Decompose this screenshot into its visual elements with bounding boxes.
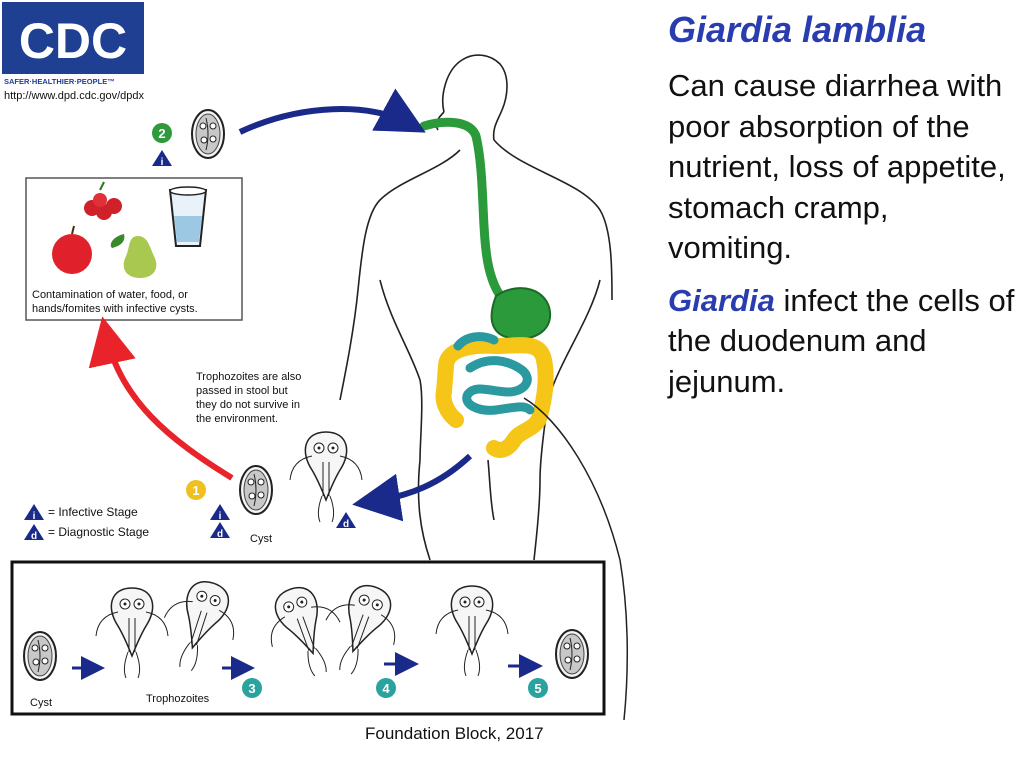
svg-text:they do not survive in: they do not survive in xyxy=(196,399,300,411)
diagnostic-badge-trophozoite: d xyxy=(336,512,356,530)
esophagus xyxy=(419,117,509,305)
svg-text:d: d xyxy=(343,519,349,530)
box-new-cyst-icon xyxy=(555,629,589,679)
passed-cyst-icon xyxy=(239,465,273,515)
water-glass-icon xyxy=(168,186,208,247)
svg-text:i: i xyxy=(161,157,164,168)
box-cyst-icon xyxy=(23,631,57,681)
cdc-logo: CDC SAFER·HEALTHIER·PEOPLE™ http://www.d… xyxy=(2,2,145,102)
diagnostic-badge-cyst: d xyxy=(210,522,230,540)
stage-3-badge: 3 xyxy=(242,678,262,698)
slide-title: Giardia lamblia xyxy=(668,9,927,50)
stage-5-badge: 5 xyxy=(528,678,548,698)
box-cyst-label: Cyst xyxy=(30,697,52,709)
raspberries-icon xyxy=(84,181,122,220)
digestive-tract xyxy=(419,117,554,458)
large-intestine xyxy=(436,337,554,458)
infective-cyst-icon xyxy=(191,109,225,159)
svg-text:4: 4 xyxy=(382,681,390,696)
giardia-emphasis: Giardia xyxy=(668,282,775,318)
stomach xyxy=(490,287,552,340)
info-panel: Giardia lamblia Can cause diarrhea with … xyxy=(668,8,1018,414)
svg-text:2: 2 xyxy=(158,126,165,141)
cdc-tagline: SAFER·HEALTHIER·PEOPLE™ xyxy=(4,77,115,86)
svg-text:5: 5 xyxy=(534,681,541,696)
svg-text:i: i xyxy=(219,511,222,522)
svg-text:the environment.: the environment. xyxy=(196,413,278,425)
ingestion-arrow xyxy=(238,88,426,135)
footer-credit: Foundation Block, 2017 xyxy=(365,724,544,743)
giardia-life-cycle-diagram: CDC SAFER·HEALTHIER·PEOPLE™ http://www.d… xyxy=(2,2,629,720)
apple-icon xyxy=(52,225,92,274)
infective-badge-cyst: i xyxy=(210,504,230,522)
stage-legend: i = Infective Stage d = Diagnostic Stage xyxy=(24,504,149,542)
pear-icon xyxy=(110,234,157,278)
lumen-connector-line xyxy=(523,397,629,720)
legend-infective-icon xyxy=(24,504,44,520)
legend-diagnostic-label: = Diagnostic Stage xyxy=(48,525,149,539)
contamination-box: Contamination of water, food, or hands/f… xyxy=(25,177,243,321)
infection-site-paragraph: Giardia infect the cells of the duodenum… xyxy=(668,281,1018,403)
stage-4-badge: 4 xyxy=(376,678,396,698)
legend-diagnostic-icon xyxy=(24,524,44,540)
svg-text:i: i xyxy=(33,511,36,522)
passed-trophozoite-icon xyxy=(289,431,363,523)
contamination-caption-line2: hands/fomites with infective cysts. xyxy=(32,303,198,315)
svg-text:d: d xyxy=(217,529,223,540)
svg-text:d: d xyxy=(31,531,37,542)
trophozoite-note: Trophozoites are also passed in stool bu… xyxy=(196,371,301,425)
cdc-url: http://www.dpd.cdc.gov/dpdx xyxy=(4,90,145,102)
cdc-logo-letters: CDC xyxy=(19,13,127,69)
symptoms-paragraph: Can cause diarrhea with poor absorption … xyxy=(668,68,1006,265)
legend-infective-label: = Infective Stage xyxy=(48,505,138,519)
stage-1-badge: 1 xyxy=(186,480,206,500)
excretion-arrow xyxy=(352,453,473,522)
cyst-label: Cyst xyxy=(250,533,272,545)
svg-text:1: 1 xyxy=(192,483,199,498)
svg-text:Trophozoites are also: Trophozoites are also xyxy=(196,371,301,383)
infective-badge-top: i xyxy=(152,150,172,168)
contamination-caption-line1: Contamination of water, food, or xyxy=(32,289,188,301)
stage-2-badge: 2 xyxy=(152,123,172,143)
environment-arrow xyxy=(88,316,234,481)
svg-text:3: 3 xyxy=(248,681,255,696)
box-trophozoite-label: Trophozoites xyxy=(146,693,210,705)
svg-text:passed in stool but: passed in stool but xyxy=(196,385,288,397)
replication-box: Cyst Trophozoites 3 4 5 xyxy=(10,560,606,716)
small-intestine xyxy=(462,356,535,415)
infection-site-text: infect the cells of the duodenum and jej… xyxy=(668,282,1015,399)
